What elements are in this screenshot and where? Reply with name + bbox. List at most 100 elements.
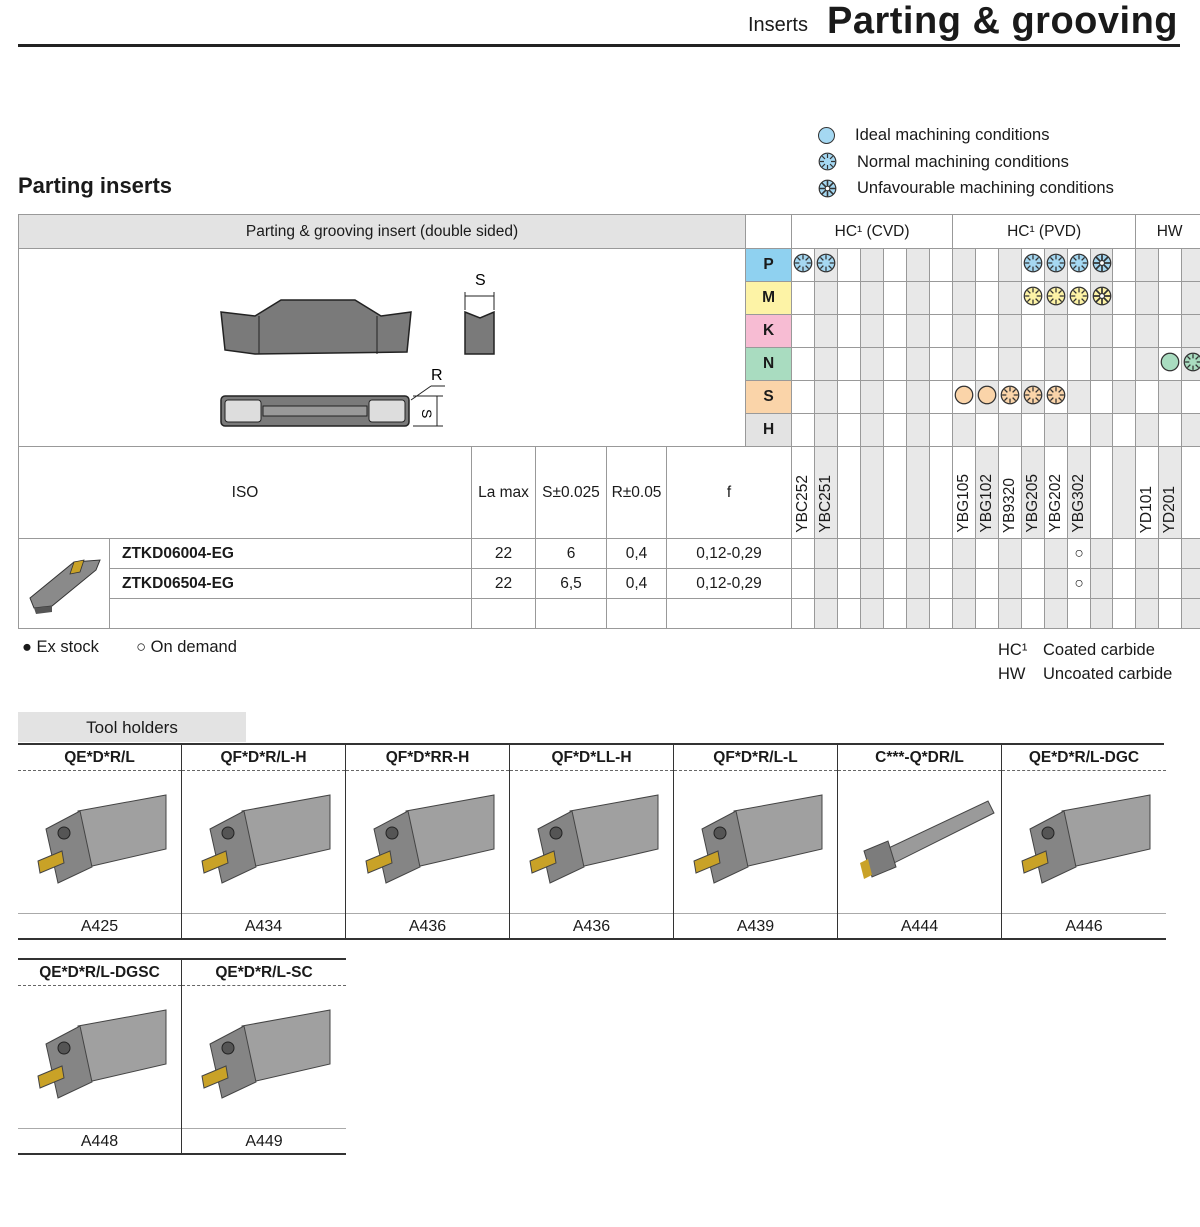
tool-holder-page-ref[interactable]: A425 bbox=[18, 913, 181, 938]
cell bbox=[1158, 347, 1183, 381]
grade-label: YD101 bbox=[1138, 485, 1156, 533]
insert-thumbnail bbox=[18, 538, 110, 629]
tool-holder-name: QE*D*R/L-SC bbox=[182, 960, 346, 986]
dim-s-top: S bbox=[475, 272, 486, 289]
dim-s-side: S bbox=[419, 409, 435, 418]
material-N: N bbox=[745, 347, 793, 381]
legend-ideal: Ideal machining conditions bbox=[818, 122, 1114, 149]
tool-holder-name: QF*D*RR-H bbox=[346, 745, 509, 771]
tool-holder-card[interactable]: QE*D*R/L-SC A449 bbox=[182, 960, 346, 1155]
grade-label: YB9320 bbox=[1001, 477, 1019, 533]
material-P: P bbox=[745, 248, 793, 282]
grade-label: YBG302 bbox=[1070, 474, 1088, 533]
tool-holder-image bbox=[182, 771, 345, 913]
row-s: 6 bbox=[535, 538, 607, 569]
grade-label: YBC251 bbox=[817, 475, 835, 533]
legend-label: Unfavourable machining conditions bbox=[857, 179, 1114, 197]
on-demand-label: ○ On demand bbox=[136, 638, 237, 656]
tool-holder-image-icon bbox=[201, 794, 331, 884]
grade-label: YD201 bbox=[1161, 485, 1179, 533]
normal-dot-icon bbox=[1069, 253, 1089, 272]
cell bbox=[998, 380, 1023, 414]
tool-holder-image bbox=[182, 986, 346, 1128]
insert-table: Parting & grooving insert (double sided)… bbox=[17, 214, 1200, 629]
insert-drawing-icon: S R S bbox=[220, 272, 495, 427]
ideal-dot-icon bbox=[954, 385, 974, 404]
tool-holder-card[interactable]: QF*D*R/L-L A439 bbox=[674, 745, 838, 940]
grade-label: YBG205 bbox=[1024, 474, 1042, 533]
tool-holder-rule bbox=[1002, 938, 1166, 940]
ideal-dot-icon bbox=[818, 126, 835, 144]
cell bbox=[975, 380, 1000, 414]
tool-holder-rule bbox=[510, 938, 673, 940]
tool-holder-image bbox=[1002, 771, 1166, 913]
row-la: 22 bbox=[471, 568, 536, 599]
group-hw: HW bbox=[1135, 214, 1200, 249]
tool-holder-rule bbox=[182, 938, 345, 940]
tool-holder-image bbox=[838, 771, 1001, 913]
tool-holder-page-ref[interactable]: A434 bbox=[182, 913, 345, 938]
normal-dot-icon bbox=[1183, 352, 1200, 371]
insert-image-icon bbox=[29, 559, 101, 614]
legend-normal: Normal machining conditions bbox=[818, 149, 1114, 176]
tool-holder-rule bbox=[18, 1153, 181, 1155]
group-cvd: HC¹ (CVD) bbox=[791, 214, 954, 249]
tool-holder-page-ref[interactable]: A439 bbox=[674, 913, 837, 938]
insert-title: Parting & grooving insert (double sided) bbox=[17, 214, 747, 249]
tool-holder-image-icon bbox=[37, 794, 167, 884]
normal-dot-icon bbox=[1023, 286, 1043, 305]
col-r: R±0.05 bbox=[606, 446, 667, 539]
tool-holder-page-ref[interactable]: A444 bbox=[838, 913, 1001, 938]
tool-holder-name: QF*D*R/L-L bbox=[674, 745, 837, 771]
cell bbox=[1181, 347, 1200, 381]
tool-holder-page-ref[interactable]: A448 bbox=[18, 1128, 181, 1153]
col-la: La max bbox=[471, 446, 536, 539]
normal-dot-icon bbox=[1046, 286, 1066, 305]
tool-holder-page-ref[interactable]: A436 bbox=[346, 913, 509, 938]
material-head bbox=[745, 214, 793, 249]
tool-holder-image bbox=[346, 771, 509, 913]
tool-holder-rule bbox=[18, 938, 181, 940]
tool-holder-image bbox=[18, 986, 181, 1128]
ideal-dot-icon bbox=[977, 385, 997, 404]
unfavourable-dot-icon bbox=[1092, 253, 1111, 272]
tool-holder-page-ref[interactable]: A446 bbox=[1002, 913, 1166, 938]
stock-legend: ● Ex stock ○ On demand bbox=[22, 638, 237, 657]
row-f: 0,12-0,29 bbox=[665, 538, 793, 569]
dim-r: R bbox=[431, 367, 443, 384]
row-r: 0,4 bbox=[606, 568, 667, 599]
row-ybg302: ○ bbox=[1067, 538, 1092, 569]
page-title: Parting & grooving bbox=[827, 0, 1178, 42]
tool-holder-card[interactable]: QE*D*R/L-DGSC A448 bbox=[18, 960, 182, 1155]
normal-dot-icon bbox=[818, 152, 837, 171]
tool-holder-card[interactable]: C***-Q*DR/L A444 bbox=[838, 745, 1002, 940]
tool-holder-name: C***-Q*DR/L bbox=[838, 745, 1001, 771]
normal-dot-icon bbox=[793, 253, 813, 272]
tool-holder-image-icon bbox=[201, 1009, 331, 1099]
legend-label: Normal machining conditions bbox=[857, 152, 1069, 171]
tool-holder-page-ref[interactable]: A449 bbox=[182, 1128, 346, 1153]
legend: Ideal machining conditions Normal machin… bbox=[818, 122, 1114, 202]
cell bbox=[1067, 281, 1092, 315]
tool-holder-image-icon bbox=[365, 794, 495, 884]
col-s: S±0.025 bbox=[535, 446, 607, 539]
tool-holder-image bbox=[18, 771, 181, 913]
row-s: 6,5 bbox=[535, 568, 607, 599]
cell bbox=[1021, 380, 1046, 414]
tool-holder-image bbox=[510, 771, 673, 913]
normal-dot-icon bbox=[816, 253, 836, 272]
tool-holder-card[interactable]: QF*D*RR-H A436 bbox=[346, 745, 510, 940]
tool-holder-name: QE*D*R/L-DGSC bbox=[18, 960, 181, 986]
row-iso: ZTKD06004-EG bbox=[109, 538, 472, 569]
col-iso: ISO bbox=[18, 446, 472, 539]
hc-abbr: HC¹ bbox=[998, 641, 1028, 659]
normal-dot-icon bbox=[1000, 385, 1020, 404]
cell bbox=[1090, 248, 1114, 282]
cell bbox=[1044, 281, 1069, 315]
cell bbox=[814, 248, 839, 282]
tool-holder-page-ref[interactable]: A436 bbox=[510, 913, 673, 938]
